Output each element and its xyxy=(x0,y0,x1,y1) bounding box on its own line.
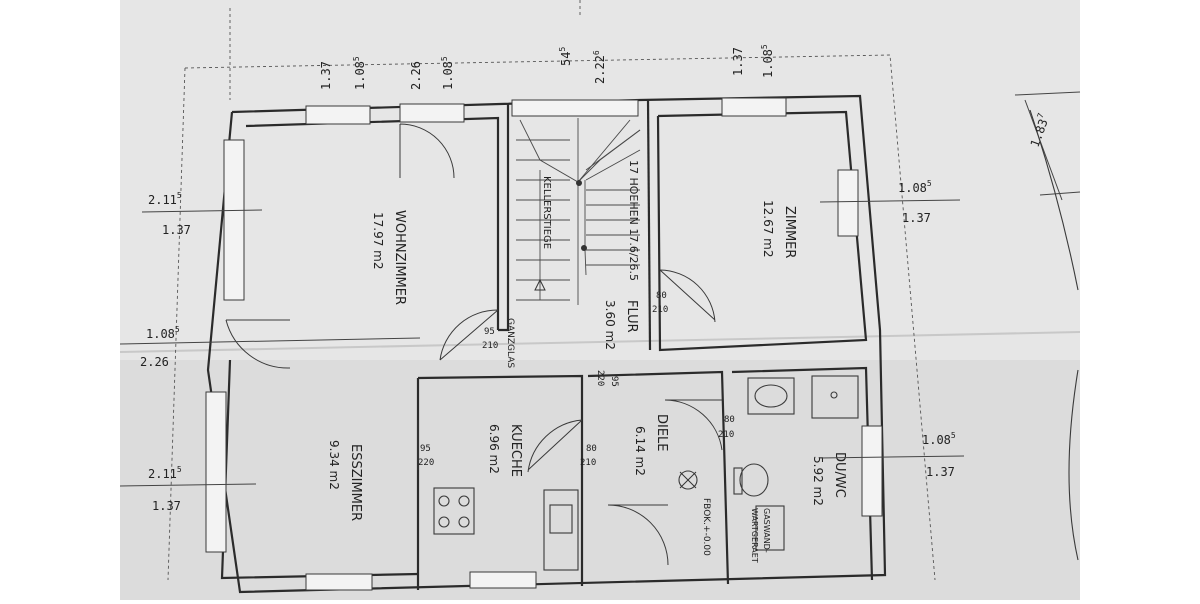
level-marker xyxy=(678,470,698,490)
dim-right: 1.085 xyxy=(922,431,956,447)
dim-top: 2.226 xyxy=(592,50,607,84)
window-kueche-bottom xyxy=(469,571,537,589)
room-name-flur: FLUR xyxy=(624,300,639,333)
room-labels: WOHNZIMMER 17.97 m2 ZIMMER 12.67 m2 FLUR… xyxy=(327,200,847,521)
dim-left: 2.26 xyxy=(140,355,169,369)
room-name-esszimmer: ESSZIMMER xyxy=(348,444,363,521)
misc-labels: KELLERSTIEGE 17 HOEHEN 17.6/26.5 GANZGLA… xyxy=(505,160,771,563)
window-wohnzimmer-left xyxy=(223,139,245,301)
label-gaswand-1: GASWAND- xyxy=(762,508,771,553)
dim-top: 1.37 xyxy=(319,61,333,90)
room-name-wohnzimmer: WOHNZIMMER xyxy=(392,210,407,305)
sink-counter xyxy=(543,489,579,571)
dim-top: 2.26 xyxy=(409,61,423,90)
sink xyxy=(549,504,573,534)
window-wohnzimmer-top-2 xyxy=(399,103,465,123)
dim-left: 2.115 xyxy=(148,465,182,481)
staircase xyxy=(516,118,641,305)
door-wohnzimmer-flur xyxy=(439,309,499,361)
stair-label-steps: 17 HOEHEN 17.6/26.5 xyxy=(627,160,640,281)
door-wohnzimmer-top xyxy=(399,123,455,179)
window-stair-top xyxy=(511,99,639,117)
dimension-frame xyxy=(167,0,1081,581)
stove xyxy=(433,487,475,535)
label-fbok: FBOK.+-0.00 xyxy=(701,498,711,556)
label-ganzglas: GANZGLAS xyxy=(505,318,515,368)
door-width: 95 xyxy=(484,327,495,337)
room-area-flur: 3.60 m2 xyxy=(603,300,617,350)
stair-post xyxy=(581,245,587,251)
room-area-esszimmer: 9.34 m2 xyxy=(327,440,341,490)
toilet xyxy=(739,463,769,497)
room-name-zimmer: ZIMMER xyxy=(782,206,797,258)
door-zimmer xyxy=(659,269,716,323)
door-duwc xyxy=(664,399,723,451)
room-name-diele: DIELE xyxy=(654,414,669,452)
door-height: 210 xyxy=(580,458,596,468)
window-zimmer-top xyxy=(721,97,787,117)
washbasin-bowl xyxy=(754,384,788,408)
room-area-wohnzimmer: 17.97 m2 xyxy=(371,212,385,270)
dim-right: 1.37 xyxy=(902,211,931,225)
dim-left: 1.37 xyxy=(162,223,191,237)
stair-arrow xyxy=(534,278,546,291)
fixtures xyxy=(433,375,859,571)
door-height: 220 xyxy=(595,370,605,386)
dim-top: 1.085 xyxy=(760,44,775,78)
window-zimmer-right xyxy=(837,169,859,237)
door-kueche xyxy=(527,419,583,473)
stair-post xyxy=(576,180,582,186)
paper-lower-fold xyxy=(120,360,1080,600)
door-height: 220 xyxy=(418,458,434,468)
paper-fold-line xyxy=(119,331,1081,353)
burner xyxy=(458,516,470,528)
door-width: 80 xyxy=(586,444,597,454)
washbasin xyxy=(747,377,795,415)
burner xyxy=(438,495,450,507)
dim-top: 1.085 xyxy=(352,56,367,90)
stair-label-kellerstiege: KELLERSTIEGE xyxy=(541,176,552,249)
door-height: 210 xyxy=(482,341,498,351)
burner xyxy=(458,495,470,507)
door-width: 80 xyxy=(656,291,667,301)
window-duwc-right xyxy=(861,425,883,517)
door-diele-entrance xyxy=(607,504,669,566)
dim-left: 1.37 xyxy=(152,499,181,513)
overall-dimensions: 1.37 1.085 2.26 1.085 545 2.226 1.37 1.0… xyxy=(119,44,1051,513)
doors xyxy=(225,123,723,566)
room-area-kueche: 6.96 m2 xyxy=(487,424,501,474)
dim-right: 1.085 xyxy=(898,179,932,195)
door-dimensions: 95 210 80 210 95 220 80 210 95 220 80 21… xyxy=(418,291,735,468)
door-width: 95 xyxy=(420,444,431,454)
dim-top: 545 xyxy=(558,47,573,66)
label-gaswand-2: WARTGERAET xyxy=(750,508,759,563)
dim-top: 1.37 xyxy=(731,47,745,76)
door-width: 95 xyxy=(609,376,619,387)
door-height: 210 xyxy=(718,430,734,440)
toilet-tank xyxy=(733,467,743,495)
dim-right: 1.37 xyxy=(926,465,955,479)
shower-tray xyxy=(811,375,859,419)
room-area-diele: 6.14 m2 xyxy=(633,426,647,476)
burner xyxy=(438,516,450,528)
window-esszimmer-bottom xyxy=(305,573,373,591)
windows xyxy=(205,97,883,591)
window-esszimmer-left xyxy=(205,391,227,553)
dim-left: 1.085 xyxy=(146,325,180,341)
door-height: 210 xyxy=(652,305,668,315)
room-area-duwc: 5.92 m2 xyxy=(811,456,825,506)
gas-boiler xyxy=(755,505,785,551)
door-wohnzimmer-esszimmer xyxy=(225,319,291,369)
room-name-kueche: KUECHE xyxy=(508,424,523,477)
door-width: 80 xyxy=(724,415,735,425)
dim-top: 1.085 xyxy=(440,56,455,90)
dim-left: 2.115 xyxy=(148,191,182,207)
room-name-duwc: DU/WC xyxy=(832,452,847,498)
window-wohnzimmer-top xyxy=(305,105,371,125)
shower-drain xyxy=(830,391,838,399)
room-area-zimmer: 12.67 m2 xyxy=(761,200,775,258)
